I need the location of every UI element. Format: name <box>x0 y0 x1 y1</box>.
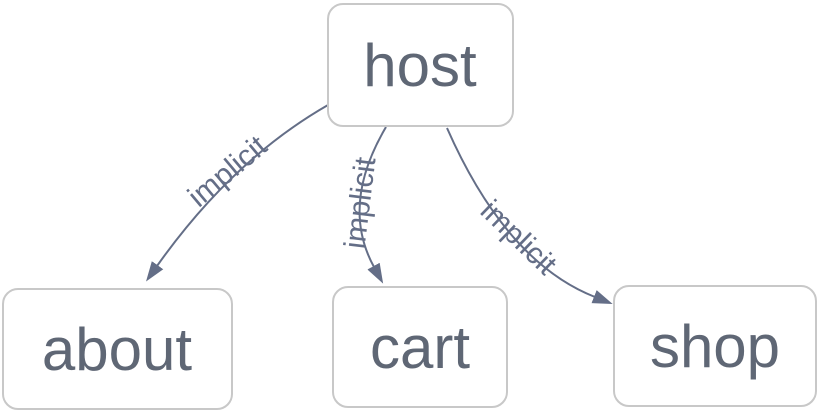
node-about-box[interactable] <box>2 288 233 410</box>
node-cart[interactable]: cart <box>332 286 508 408</box>
node-host[interactable]: host <box>327 3 514 127</box>
edge-label-host-about: implicit <box>182 129 274 214</box>
edge-line-host-shop <box>446 127 613 304</box>
edge-host-cart: implicit <box>339 126 387 284</box>
node-about[interactable]: about <box>2 288 233 410</box>
node-cart-label: cart <box>370 314 470 381</box>
edge-host-about: implicit <box>146 104 329 282</box>
node-shop[interactable]: shop <box>613 285 817 407</box>
node-host-label: host <box>363 32 477 99</box>
edge-line-host-cart <box>358 126 387 284</box>
node-about-label: about <box>42 316 192 383</box>
node-cart-box[interactable] <box>332 286 508 408</box>
node-shop-box[interactable] <box>613 285 817 407</box>
edge-label-host-cart: implicit <box>339 155 383 251</box>
edge-line-host-about <box>146 104 329 282</box>
node-shop-label: shop <box>650 313 780 380</box>
edge-host-shop: implicit <box>446 127 613 304</box>
node-host-box[interactable] <box>327 3 514 127</box>
edge-label-host-shop: implicit <box>474 194 563 282</box>
